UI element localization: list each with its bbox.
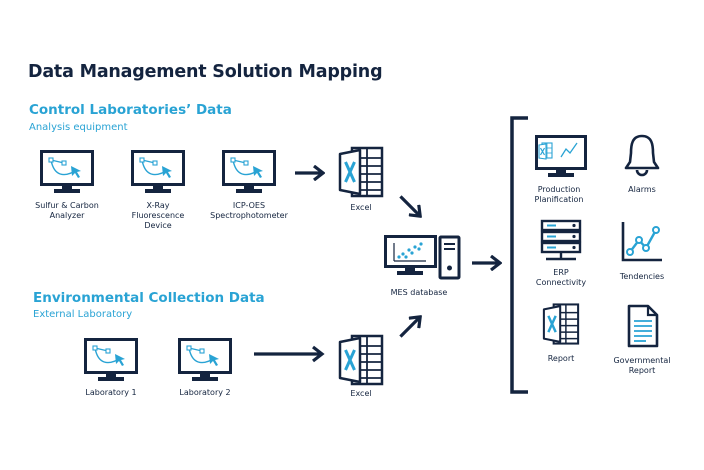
output-label: Governmental Report: [613, 356, 671, 375]
device-label: X-Ray Fluorescence Device: [131, 201, 185, 230]
device-label: Laboratory 1: [85, 388, 137, 397]
excel-label: Excel: [350, 389, 372, 398]
monitor-icon: [178, 338, 232, 384]
control-section-subtitle: Analysis equipment: [29, 122, 128, 133]
device-label: Laboratory 2: [179, 388, 231, 397]
excel-icon: [338, 145, 384, 199]
excel-icon: [338, 333, 384, 387]
output-label: Tendencies: [619, 272, 665, 281]
device-label: Sulfur & Carbon Analyzer: [35, 201, 99, 220]
environmental-section-subtitle: External Laboratory: [33, 309, 133, 320]
control-section-title: Control Laboratories’ Data: [29, 102, 232, 118]
output-label: Alarms: [628, 185, 656, 194]
excel-label: Excel: [350, 203, 372, 212]
mes-label: MES database: [390, 288, 448, 297]
arrow-icon: [395, 310, 428, 343]
page-title: Data Management Solution Mapping: [28, 62, 383, 82]
environmental-section-title: Environmental Collection Data: [33, 290, 265, 306]
output-bracket: [510, 116, 528, 394]
output-label: Report: [547, 354, 575, 363]
server-icon: [540, 219, 582, 261]
monitor-icon: [40, 150, 94, 196]
monitor-icon: [84, 338, 138, 384]
mes-computer-icon: [384, 235, 461, 280]
production-monitor-icon: [535, 135, 587, 177]
arrow-icon: [472, 255, 502, 271]
device-label: ICP-OES Spectrophotometer: [210, 201, 288, 220]
monitor-icon: [131, 150, 185, 196]
arrow-icon: [254, 345, 325, 363]
output-label: Production Planification: [534, 185, 584, 204]
arrow-icon: [295, 165, 325, 181]
monitor-icon: [222, 150, 276, 196]
line-chart-icon: [621, 222, 662, 262]
arrow-icon: [395, 191, 428, 224]
excel-icon: [538, 302, 584, 346]
bell-icon: [624, 134, 660, 177]
output-label: ERP Connectivity: [535, 268, 587, 287]
document-icon: [627, 304, 659, 348]
